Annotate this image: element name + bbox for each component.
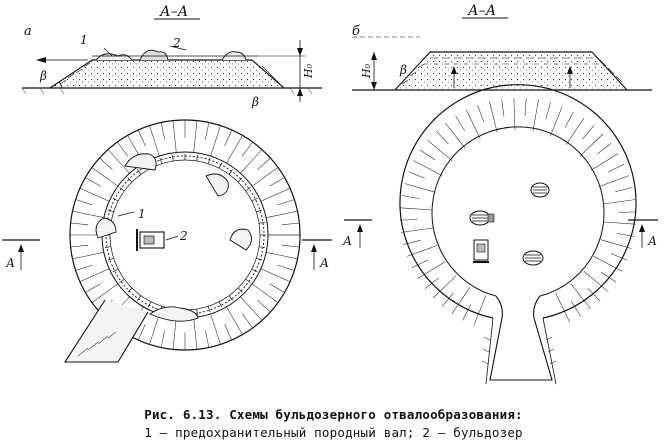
- panel-a-section: а А–А 1 2 β β H₀: [21, 4, 322, 109]
- slope-hatching-b: [400, 98, 636, 326]
- label-a-beta-2: β: [251, 95, 259, 109]
- plan-label-a-1: 1: [138, 207, 146, 221]
- figure-caption-title: Рис. 6.13. Схемы бульдозерного отвалообр…: [144, 407, 523, 422]
- label-b-beta: β: [399, 63, 407, 77]
- slope-hatching-a: [70, 120, 300, 350]
- panel-a-plan: 2 1 А А: [2, 119, 332, 363]
- svg-text:А: А: [647, 234, 657, 248]
- panel-a-section-label: А–А: [159, 4, 188, 20]
- cut-mark-a-left: А: [2, 239, 40, 270]
- panel-a-letter: а: [24, 24, 32, 39]
- figure-caption-legend: 1 — предохранительный породный вал; 2 — …: [144, 425, 523, 440]
- access-ramp-b: [489, 295, 553, 381]
- bulldozer-icon: [469, 210, 495, 226]
- label-b-height: H₀: [360, 63, 373, 79]
- panel-b-section: б А–А β H₀: [352, 3, 652, 91]
- panel-b-plan: А А: [342, 84, 658, 385]
- bulldozer-icon: [522, 250, 544, 266]
- panel-b-letter: б: [352, 24, 360, 39]
- svg-text:А: А: [342, 234, 352, 248]
- label-a-2: 2: [172, 36, 181, 50]
- svg-text:А: А: [5, 256, 15, 270]
- label-a-height: H₀: [302, 63, 315, 79]
- bulldozer-icon: [473, 239, 489, 263]
- panel-b-section-label: А–А: [467, 3, 496, 19]
- safety-berm-a: [95, 53, 133, 61]
- label-a-beta-1: β: [39, 69, 47, 83]
- cut-mark-a-right: А: [302, 239, 332, 270]
- cut-mark-b-right: А: [628, 219, 658, 248]
- access-ramp-a: [63, 299, 149, 363]
- svg-text:А: А: [319, 256, 329, 270]
- label-a-1: 1: [80, 33, 88, 47]
- dump-inner-edge-b: [431, 126, 605, 297]
- bulldozer-icon: [136, 229, 165, 251]
- dump-outer-edge-b: [399, 84, 637, 319]
- cut-mark-b-left: А: [342, 219, 372, 248]
- plan-label-a-2: 2: [179, 229, 188, 243]
- dump-body-a: [48, 59, 286, 89]
- bulldozer-mound-a: [139, 49, 169, 61]
- bulldozer-icon: [530, 182, 550, 198]
